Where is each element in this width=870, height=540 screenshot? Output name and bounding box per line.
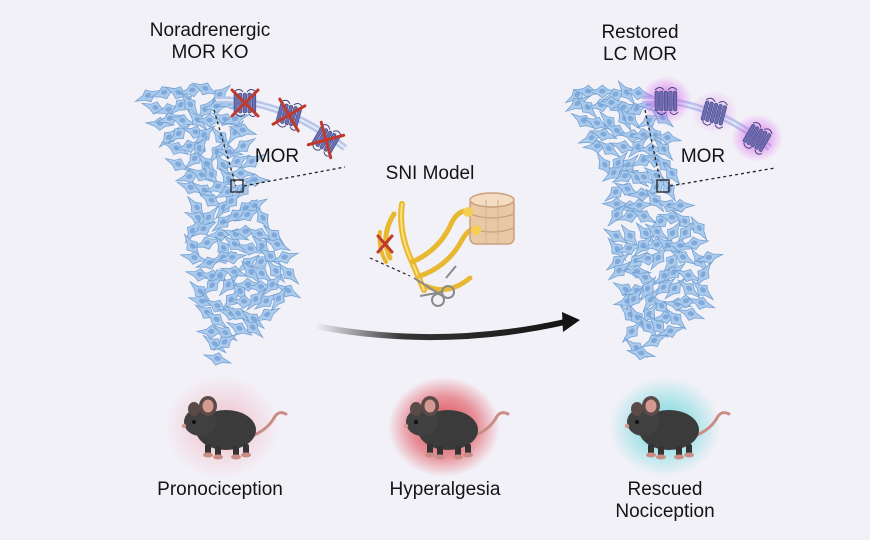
neuron-cell <box>655 324 686 339</box>
right-neuron-cluster <box>564 79 725 361</box>
sciatic-nerve-icon <box>377 201 481 293</box>
mouse-icon <box>403 396 510 460</box>
neuron-cell <box>199 205 219 230</box>
neuron-cell <box>246 287 267 312</box>
neuron-cell <box>270 285 288 312</box>
neuron-cell <box>679 236 710 251</box>
center-outcome-label: Hyperalgesia <box>389 479 501 500</box>
neuron-cell <box>213 145 245 160</box>
sni-model-illustration <box>369 192 515 307</box>
right-zoom-callout <box>644 109 776 193</box>
neuron-cell <box>217 250 248 265</box>
neuron-cell <box>625 346 657 361</box>
neuron-cell <box>607 260 632 281</box>
neuron-cell <box>222 234 247 254</box>
neuron-cell <box>564 95 591 113</box>
neuron-cell <box>665 307 687 331</box>
neuron-cell <box>662 262 686 283</box>
neuron-cell <box>190 221 218 237</box>
neuron-cell <box>184 147 207 170</box>
neuron-cell <box>212 333 238 352</box>
right-receptor-label: MOR <box>680 146 726 167</box>
restored-mor-receptor-icon <box>700 97 728 129</box>
neuron-cell <box>662 161 681 187</box>
neuron-cell <box>693 251 725 265</box>
neuron-cell <box>225 321 254 336</box>
neuron-cell <box>218 273 239 297</box>
right-outcome-label: Rescued Nociception <box>615 479 715 522</box>
neuron-cell <box>624 286 644 312</box>
neuron-cell <box>676 220 695 246</box>
restored-mor-receptor-icon <box>654 87 679 115</box>
neuron-cell <box>270 250 300 265</box>
mouse-icon <box>181 396 288 460</box>
restored-mor-receptor-icon <box>742 122 773 155</box>
neuron-cell <box>619 107 642 130</box>
neuron-cell <box>238 153 266 170</box>
neuron-cell <box>576 96 598 119</box>
neuron-cell <box>651 277 676 298</box>
neuron-cell <box>233 208 262 222</box>
neuron-cell <box>230 137 257 155</box>
spinal-cord-icon <box>463 192 515 245</box>
center-panel-title: SNI Model <box>385 163 475 184</box>
neuron-cell <box>640 334 669 348</box>
arrowhead-icon <box>562 312 580 332</box>
neuron-cell <box>202 352 233 366</box>
neuron-cell <box>196 152 218 176</box>
neuron-cell <box>278 262 300 285</box>
knocked-out-mor-receptor-icon <box>271 97 307 133</box>
right-panel-title: Restored LC MOR <box>601 22 679 65</box>
neuron-cell <box>601 163 627 183</box>
neuron-cell <box>686 296 717 310</box>
neuron-cell <box>642 286 660 313</box>
nerve-lesion-x-icon <box>376 234 394 254</box>
scissors-icon <box>413 265 457 307</box>
neuron-cell <box>650 294 672 318</box>
neuron-cell <box>261 273 284 297</box>
neuron-cell <box>676 279 701 299</box>
neuron-cell <box>695 261 712 288</box>
neuron-cell <box>690 215 708 242</box>
neuron-cell <box>627 134 649 159</box>
mouse-icon <box>624 396 731 460</box>
neuron-cell <box>664 277 686 300</box>
neuron-cell <box>253 307 282 323</box>
left-zoom-callout <box>213 109 346 193</box>
neuron-cell <box>645 188 665 213</box>
neuron-cell <box>262 238 292 252</box>
neuron-cell <box>652 131 683 145</box>
neuron-cell <box>617 154 640 176</box>
neuron-cell <box>133 89 163 103</box>
neuron-cell <box>164 157 193 172</box>
neuron-cell <box>653 137 674 162</box>
neuron-cell <box>241 317 264 339</box>
neuron-cell <box>227 123 258 138</box>
neuron-cell <box>221 189 242 213</box>
left-receptor-label: MOR <box>254 146 300 167</box>
left-outcome-label: Pronociception <box>157 479 283 500</box>
transition-arrow <box>312 312 580 341</box>
neuron-cell <box>676 307 706 321</box>
neuron-cell <box>626 187 658 202</box>
neuron-cell <box>224 305 251 323</box>
neuron-cell <box>223 154 252 170</box>
neuron-cell <box>664 220 682 247</box>
neuron-cell <box>664 198 696 213</box>
neuron-cell <box>691 279 715 301</box>
left-panel-title: Noradrenergic MOR KO <box>149 20 271 63</box>
neuron-cell <box>621 320 643 344</box>
neuron-cell <box>639 275 657 302</box>
neuron-cell <box>650 244 668 271</box>
neuron-cell <box>241 309 266 330</box>
knocked-out-mor-receptor-icon <box>230 88 260 118</box>
neuron-cell <box>588 127 619 142</box>
neuron-cell <box>192 236 223 250</box>
neuron-cell <box>167 113 198 128</box>
neuron-cell <box>201 275 224 297</box>
knocked-out-mor-receptor-icon <box>306 120 346 160</box>
